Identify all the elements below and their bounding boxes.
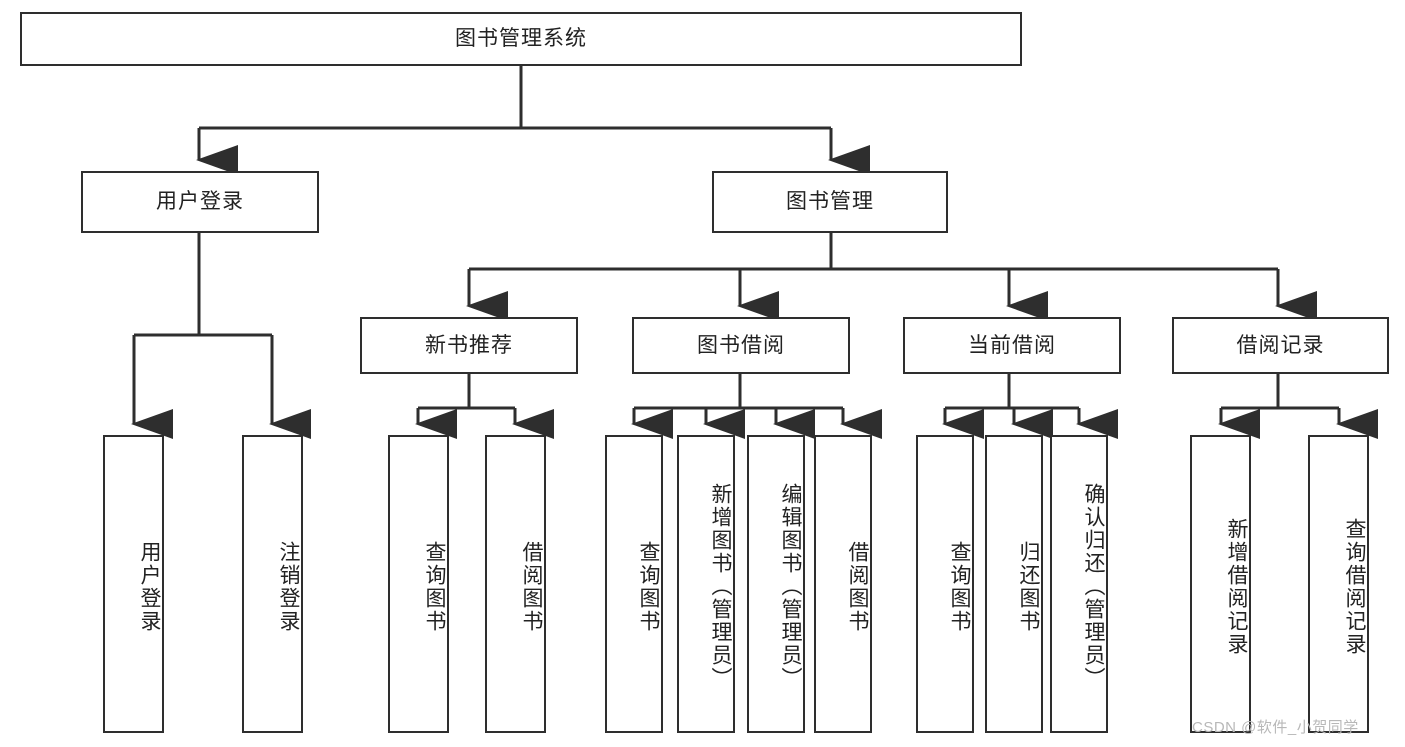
leaf-query-books-borrow[interactable]: 查询图书 [605, 435, 663, 733]
node-label: 新增借阅记录 [1225, 518, 1248, 656]
node-label: 图书管理系统 [455, 27, 587, 51]
leaf-add-borrow-record[interactable]: 新增借阅记录 [1190, 435, 1251, 733]
node-book-borrow[interactable]: 图书借阅 [632, 317, 850, 374]
node-label: 注销登录 [277, 541, 300, 633]
node-label: 查询图书 [637, 541, 660, 633]
node-user-login[interactable]: 用户登录 [81, 171, 319, 233]
node-label: 查询图书 [948, 541, 971, 633]
leaf-logout[interactable]: 注销登录 [242, 435, 303, 733]
leaf-query-books-current[interactable]: 查询图书 [916, 435, 974, 733]
node-label: 归还图书 [1017, 541, 1040, 633]
node-new-book-recommend[interactable]: 新书推荐 [360, 317, 578, 374]
node-label: 确认归还（管理员） [1082, 482, 1105, 690]
node-label: 查询图书 [423, 541, 446, 633]
node-label: 用户登录 [156, 190, 244, 214]
node-label: 查询借阅记录 [1343, 518, 1366, 656]
node-label: 用户登录 [138, 541, 161, 633]
leaf-edit-book-admin[interactable]: 编辑图书（管理员） [747, 435, 805, 733]
node-label: 借阅图书 [846, 541, 869, 633]
node-label: 新增图书（管理员） [709, 482, 732, 690]
leaf-user-login[interactable]: 用户登录 [103, 435, 164, 733]
node-label: 图书管理 [786, 190, 874, 214]
node-borrow-records[interactable]: 借阅记录 [1172, 317, 1389, 374]
leaf-confirm-return-admin[interactable]: 确认归还（管理员） [1050, 435, 1108, 733]
node-label: 借阅图书 [520, 541, 543, 633]
leaf-query-books-newbook[interactable]: 查询图书 [388, 435, 449, 733]
node-label: 借阅记录 [1236, 333, 1325, 357]
leaf-add-book-admin[interactable]: 新增图书（管理员） [677, 435, 735, 733]
node-label: 编辑图书（管理员） [779, 482, 802, 690]
node-label: 图书借阅 [697, 333, 785, 357]
leaf-borrow-book[interactable]: 借阅图书 [814, 435, 872, 733]
csdn-watermark: CSDN @软件_小贺同学 [1192, 719, 1359, 736]
node-label: 当前借阅 [968, 333, 1056, 357]
leaf-borrow-books-newbook[interactable]: 借阅图书 [485, 435, 546, 733]
node-root-system[interactable]: 图书管理系统 [20, 12, 1022, 66]
leaf-return-book[interactable]: 归还图书 [985, 435, 1043, 733]
node-book-management[interactable]: 图书管理 [712, 171, 948, 233]
leaf-query-borrow-record[interactable]: 查询借阅记录 [1308, 435, 1369, 733]
node-label: 新书推荐 [425, 333, 513, 357]
node-current-borrow[interactable]: 当前借阅 [903, 317, 1121, 374]
